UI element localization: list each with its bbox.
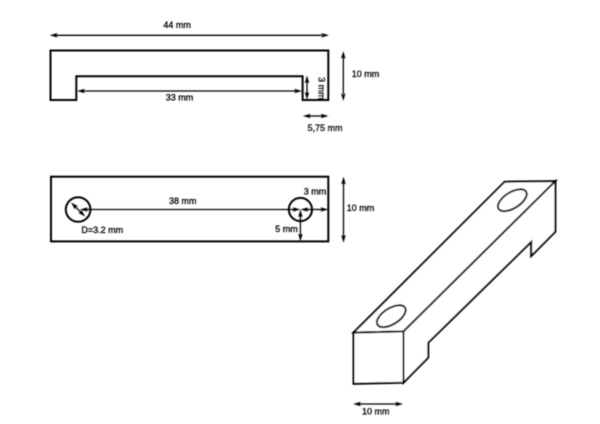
svg-text:33 mm: 33 mm [166, 93, 194, 103]
svg-text:D=3.2 mm: D=3.2 mm [81, 225, 123, 235]
svg-text:10 mm: 10 mm [347, 203, 375, 213]
svg-text:3 mm: 3 mm [317, 77, 327, 100]
svg-text:5 mm: 5 mm [275, 224, 298, 234]
svg-text:3 mm: 3 mm [304, 187, 327, 197]
svg-text:10 mm: 10 mm [362, 406, 390, 416]
svg-text:38 mm: 38 mm [169, 196, 197, 206]
svg-text:10 mm: 10 mm [352, 69, 380, 79]
svg-text:44 mm: 44 mm [163, 20, 191, 30]
svg-text:5,75 mm: 5,75 mm [308, 123, 343, 133]
